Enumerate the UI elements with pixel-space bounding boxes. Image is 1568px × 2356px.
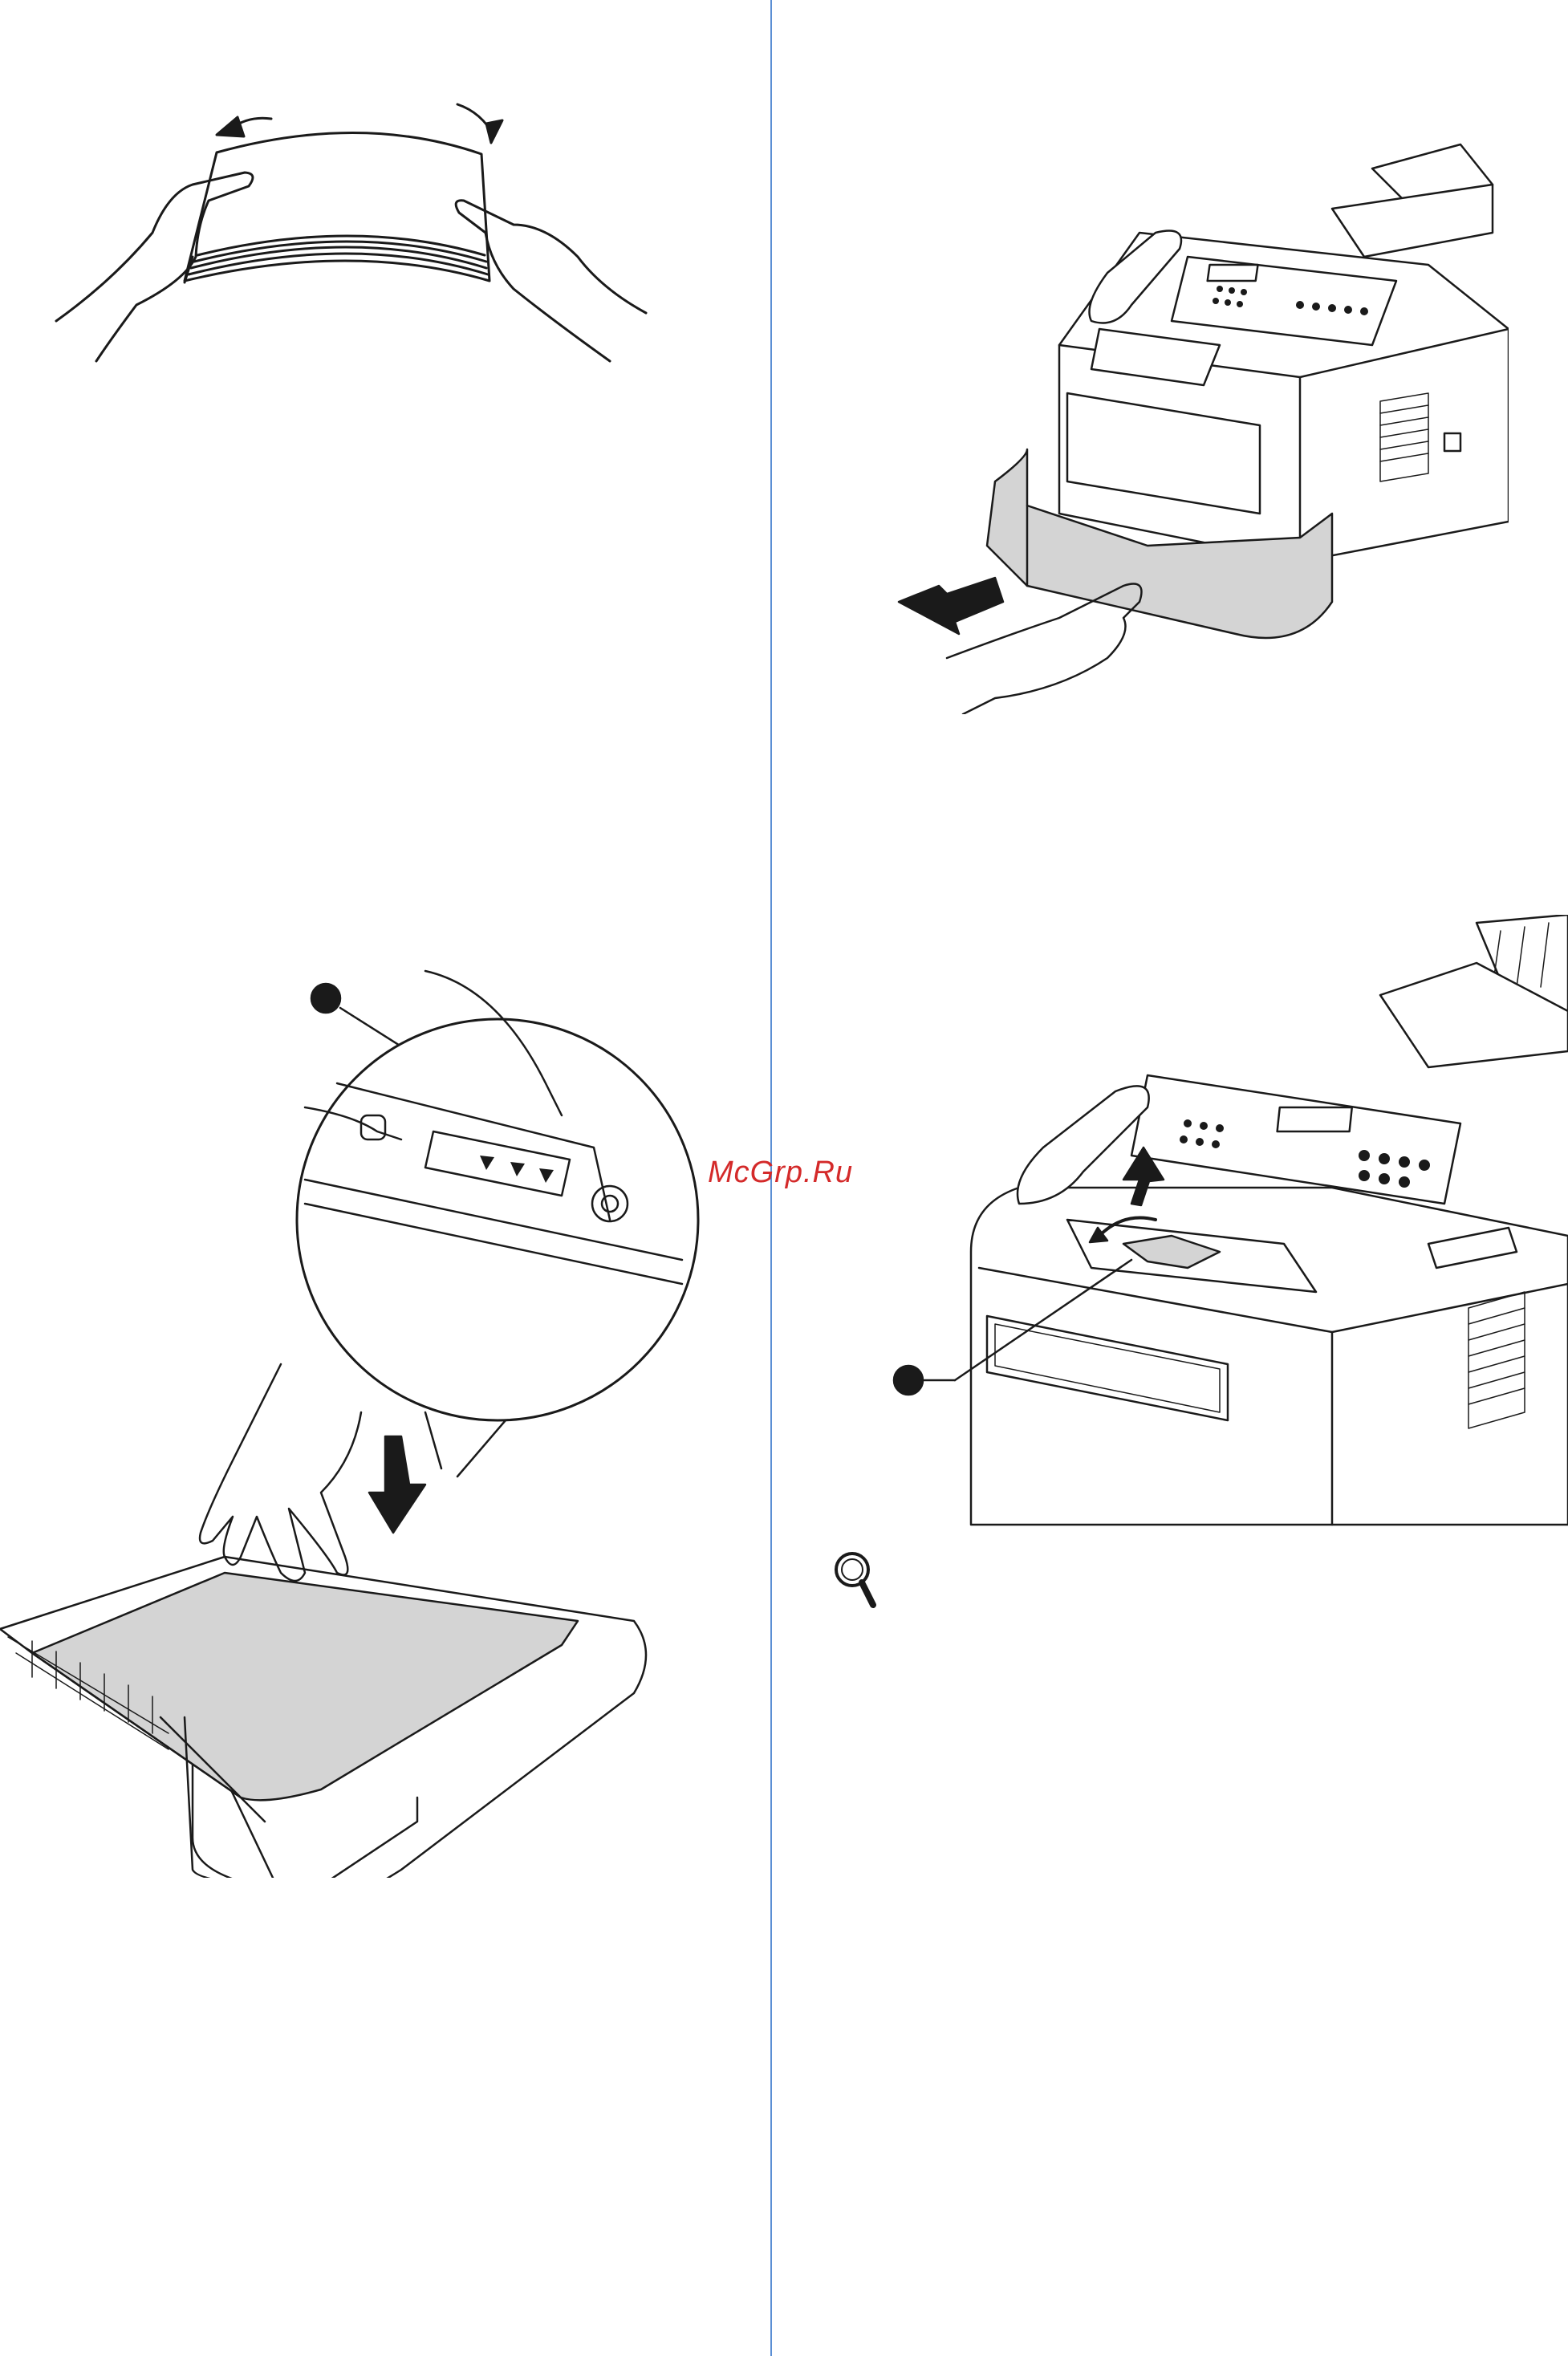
- magnifier-icon: [831, 1549, 879, 1617]
- fan-paper-illustration: [48, 96, 658, 385]
- support-flap-illustration: [883, 915, 1568, 1541]
- insert-tray-illustration: [883, 136, 1509, 714]
- load-paper-illustration: [0, 963, 722, 1878]
- watermark-text: McGrp.Ru: [708, 1156, 853, 1190]
- callout-dot-icon: [311, 984, 340, 1013]
